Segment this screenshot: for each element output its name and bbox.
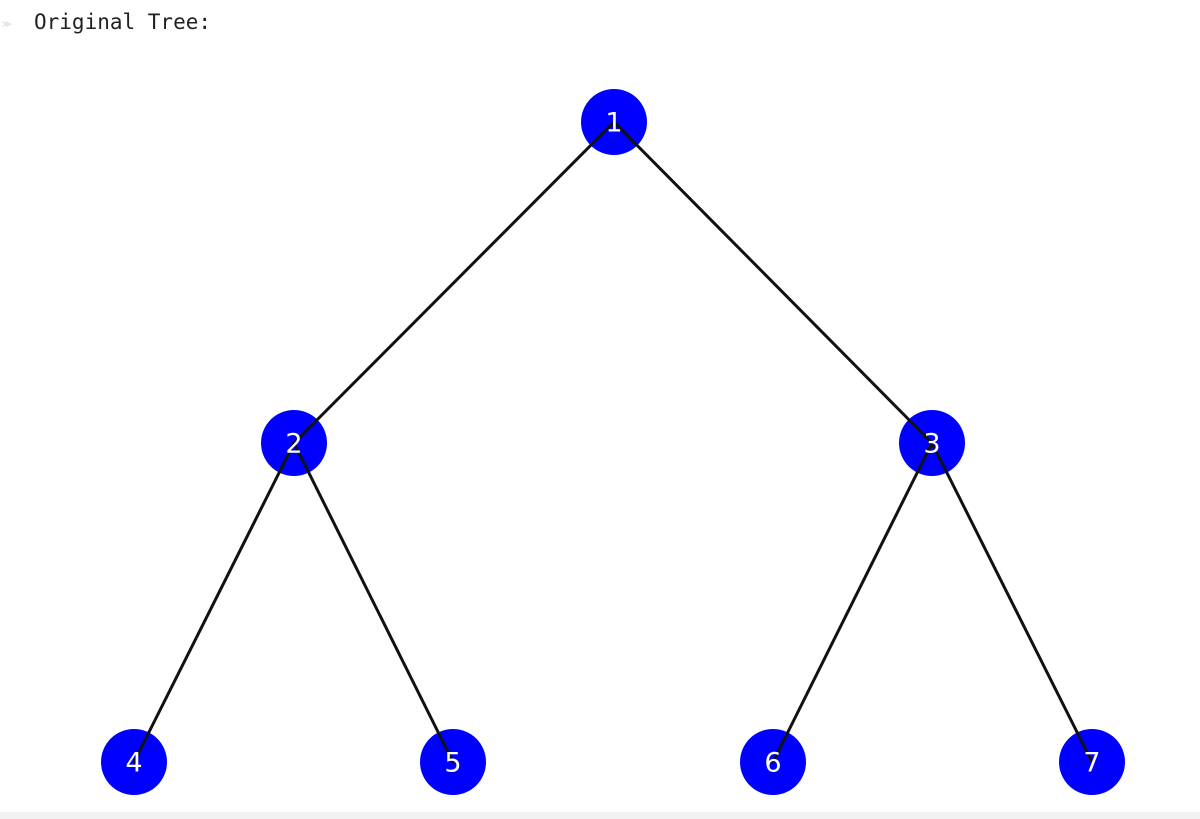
tree-edge-2-5	[292, 441, 455, 764]
tree-node-label-1: 1	[605, 108, 622, 139]
tree-edge-1-3	[612, 120, 934, 445]
tree-node-label-3: 3	[923, 429, 940, 460]
nodes-layer: 1 2 3 4 5 6 7	[101, 89, 1125, 795]
tree-node-label-6: 6	[764, 748, 781, 779]
tree-edge-2-4	[132, 441, 296, 764]
output-scroll-strip	[0, 812, 1200, 819]
tree-node-label-2: 2	[285, 429, 302, 460]
tree-node-label-4: 4	[125, 748, 142, 779]
tree-node-label-7: 7	[1083, 748, 1100, 779]
tree-edge-1-2	[292, 120, 616, 445]
tree-edge-3-6	[771, 441, 934, 764]
tree-node-label-5: 5	[444, 748, 461, 779]
cell-output-marker: ≫	[2, 20, 12, 30]
output-label: Original Tree:	[34, 10, 212, 34]
tree-edge-3-7	[930, 441, 1094, 764]
